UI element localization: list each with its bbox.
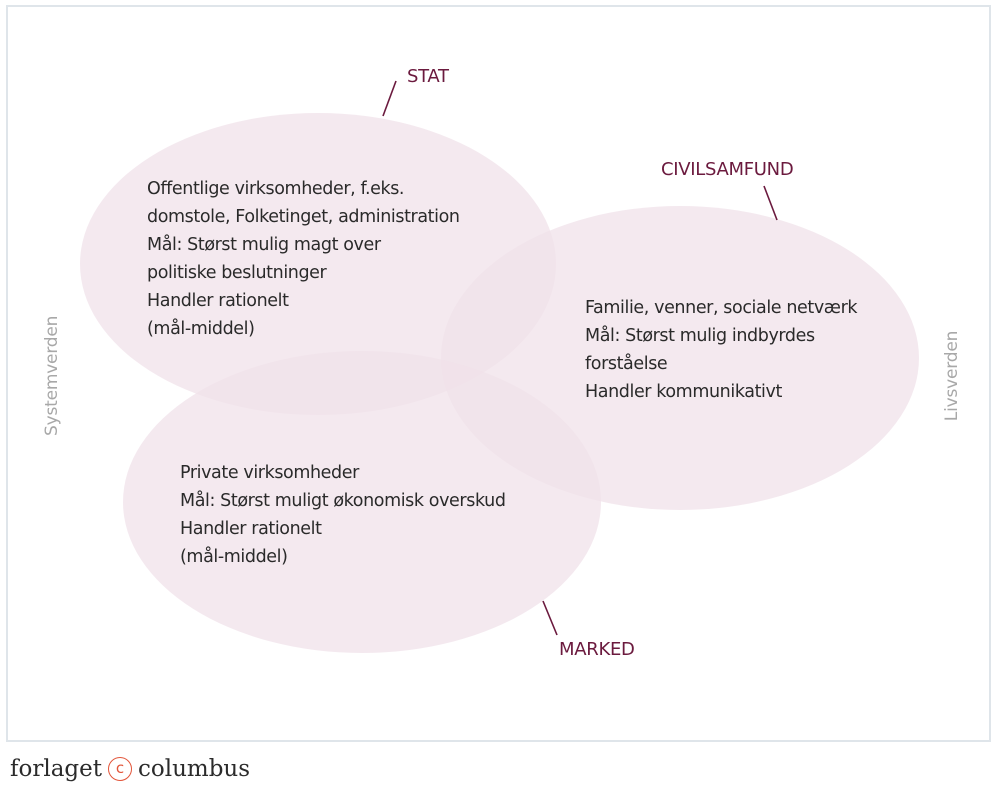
marked-ellipse	[123, 351, 601, 653]
marked-leader-line	[542, 600, 558, 636]
publisher-name-right: columbus	[138, 756, 251, 782]
copyright-circle-icon: c	[108, 757, 132, 781]
livsverden-side-label: Livsverden	[942, 330, 962, 422]
publisher-logo: forlaget c columbus	[10, 756, 250, 782]
stat-line: Handler rationelt	[147, 291, 289, 311]
civilsamfund-line: forståelse	[585, 354, 668, 374]
diagram-frame	[6, 5, 991, 742]
marked-label: MARKED	[559, 639, 635, 660]
systemverden-side-label: Systemverden	[42, 315, 62, 436]
civilsamfund-description: Familie, venner, sociale netværk Mål: St…	[585, 294, 858, 406]
civilsamfund-label: CIVILSAMFUND	[661, 159, 794, 180]
marked-line: (mål-middel)	[180, 547, 288, 567]
stat-line: Offentlige virksomheder, f.eks.	[147, 179, 405, 199]
stat-line: politiske beslutninger	[147, 263, 327, 283]
marked-line: Handler rationelt	[180, 519, 322, 539]
marked-description: Private virksomheder Mål: Størst muligt …	[180, 459, 506, 571]
stat-leader-line	[382, 80, 397, 117]
civilsamfund-line: Handler kommunikativt	[585, 382, 782, 402]
stat-line: domstole, Folketinget, administration	[147, 207, 460, 227]
civilsamfund-leader-line	[763, 185, 778, 221]
stat-line: (mål-middel)	[147, 319, 255, 339]
civilsamfund-line: Mål: Størst mulig indbyrdes	[585, 326, 815, 346]
stat-label: STAT	[407, 66, 449, 87]
marked-line: Private virksomheder	[180, 463, 359, 483]
stat-ellipse	[80, 113, 556, 415]
marked-line: Mål: Størst muligt økonomisk overskud	[180, 491, 506, 511]
civilsamfund-line: Familie, venner, sociale netværk	[585, 298, 858, 318]
stat-line: Mål: Størst mulig magt over	[147, 235, 381, 255]
publisher-name-left: forlaget	[10, 756, 102, 782]
stat-description: Offentlige virksomheder, f.eks. domstole…	[147, 175, 460, 343]
